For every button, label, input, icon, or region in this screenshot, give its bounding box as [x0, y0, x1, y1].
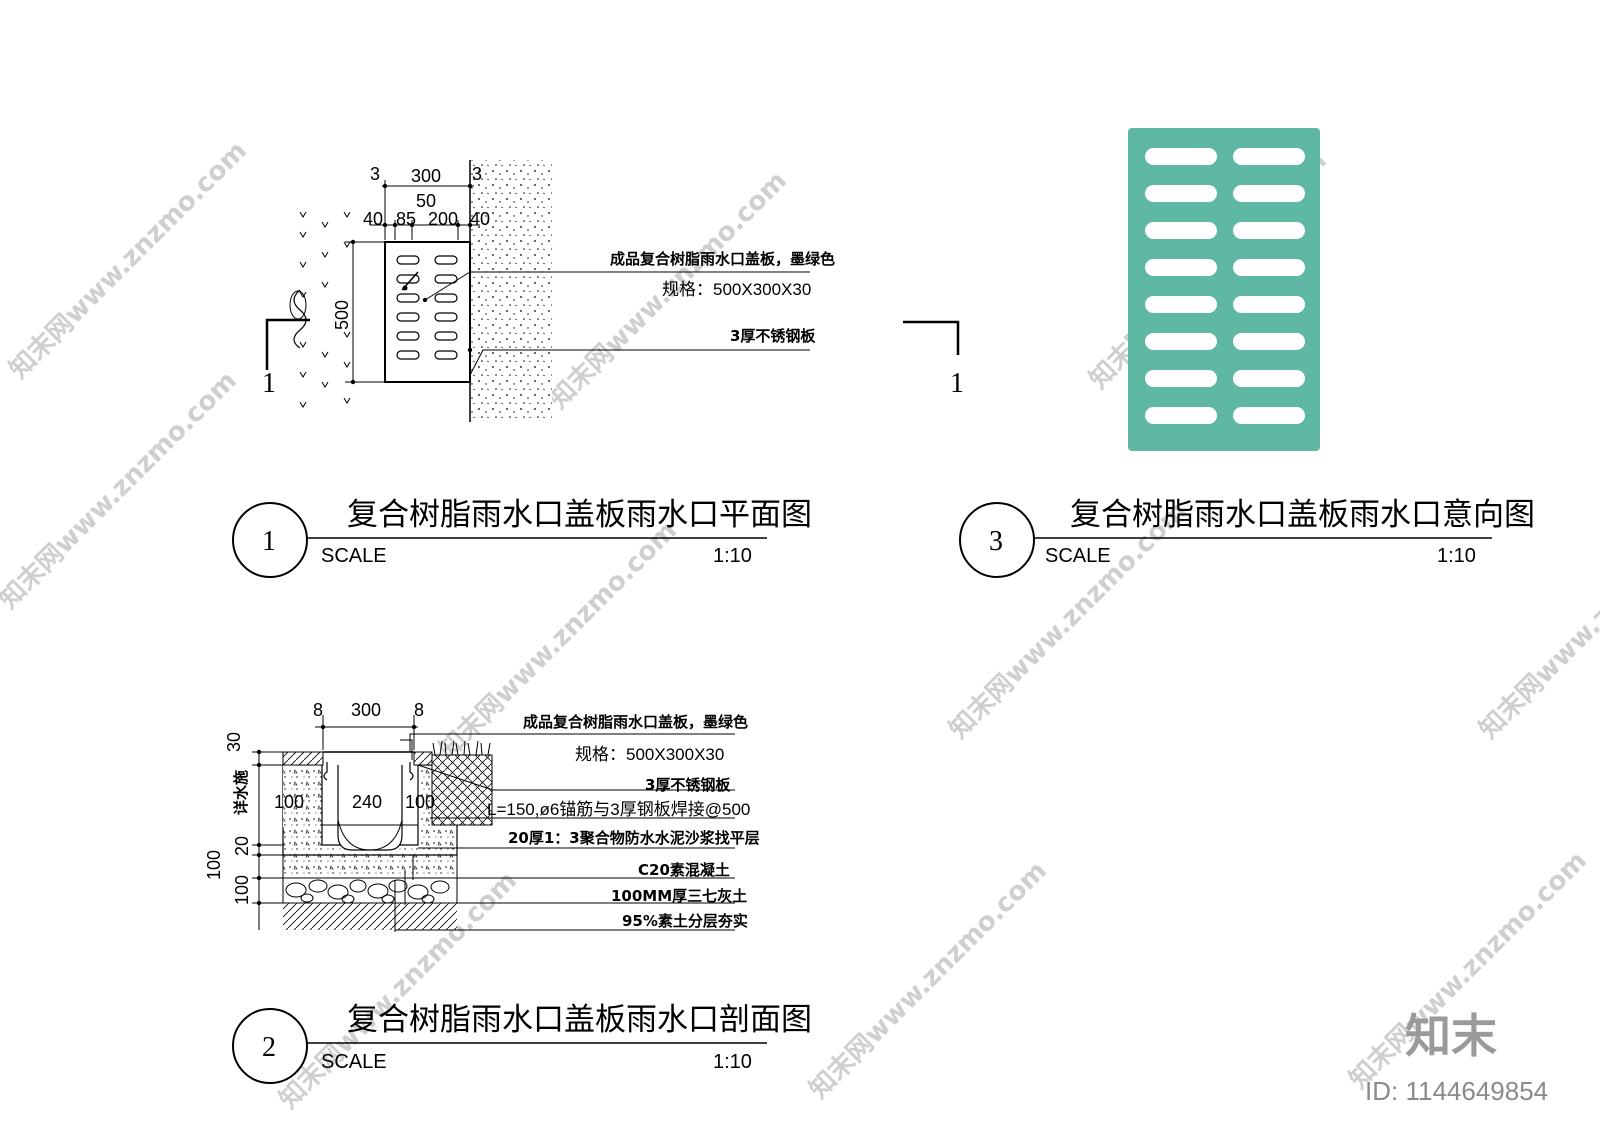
section-note-soil: 95%素土分层夯实 [622, 912, 748, 930]
section-note-steel: 3厚不锈钢板 [645, 776, 731, 794]
dim-85: 85 [396, 209, 416, 229]
grate-photo [1128, 128, 1320, 451]
note-cover: 成品复合树脂雨水口盖板，墨绿色 [610, 250, 835, 268]
detail-1-number: 1 [262, 526, 276, 557]
dim-100-right: 100 [405, 792, 435, 812]
dim-8-left: 8 [313, 700, 323, 720]
section-mark-label-3: 1 [950, 368, 964, 399]
concrete-base [282, 854, 458, 879]
section-note-cover: 成品复合树脂雨水口盖板，墨绿色 [523, 713, 748, 731]
dim-3-right: 3 [472, 164, 482, 184]
compacted-soil-layer [283, 903, 457, 930]
dim-240: 240 [352, 792, 382, 812]
detail-3-intent: 1 3 复合树脂雨水口盖板雨水口意向图 SCALE 1:10 [903, 128, 1535, 578]
note-spec: 规格：500X300X30 [662, 280, 811, 299]
detail-1-scale-label: SCALE [321, 545, 387, 567]
dim-300: 300 [411, 166, 441, 186]
section-note-spec: 规格：500X300X30 [575, 745, 724, 764]
detail-1-plan: 1 [232, 160, 835, 578]
dim-20: 20 [232, 836, 252, 856]
channel-shape [337, 819, 403, 851]
section-note-lime: 100MM厚三七灰土 [611, 887, 747, 905]
anchor-bars [323, 762, 414, 781]
detail-3-number: 3 [989, 526, 1003, 557]
watermark-text: 知末网www.znzmo.com [1474, 496, 1600, 745]
detail-3-circle [959, 502, 1035, 578]
detail-1-title: 复合树脂雨水口盖板雨水口平面图 [347, 497, 812, 533]
section-mark-label: 1 [262, 368, 276, 399]
dim-100-base: 100 [204, 850, 224, 880]
section-cut-marker [265, 318, 310, 370]
dim-200: 200 [428, 209, 458, 229]
detail-2-scale-value: 1:10 [713, 1051, 752, 1073]
section-cut-marker-3 [903, 320, 960, 355]
detail-2-section: 8 300 8 30 详水施 240 100 100 20 100 100 成品… [204, 700, 812, 1084]
plan-leaders [424, 271, 810, 376]
brand-logo: 知末 [1405, 1009, 1497, 1063]
detail-1-scale-value: 1:10 [713, 545, 752, 567]
detail-2-circle [232, 1008, 308, 1084]
detail-2-title: 复合树脂雨水口盖板雨水口剖面图 [347, 1002, 812, 1038]
section-leaders [394, 733, 735, 932]
planting-symbols [299, 211, 351, 408]
dim-3-left: 3 [370, 164, 380, 184]
detail-2-scale-label: SCALE [321, 1051, 387, 1073]
section-cover-right [413, 751, 433, 766]
note-steel: 3厚不锈钢板 [730, 327, 816, 345]
break-ellipse [289, 290, 307, 320]
detail-1-circle [232, 502, 308, 578]
detail-3-scale-value: 1:10 [1437, 545, 1476, 567]
watermark-text: 知末网www.znzmo.com [0, 366, 243, 615]
plan-grate-slots [396, 255, 458, 360]
grass [432, 740, 491, 756]
note-see-drainage: 详水施 [232, 770, 250, 815]
soil-area [470, 160, 552, 422]
detail-2-number: 2 [262, 1032, 276, 1063]
dim-30: 30 [224, 732, 244, 752]
drain-point [402, 285, 408, 291]
dim-100-left: 100 [274, 792, 304, 812]
detail-3-title: 复合树脂雨水口盖板雨水口意向图 [1070, 497, 1535, 533]
dim-40-right: 40 [470, 209, 490, 229]
watermark-text: 知末网www.znzmo.com [4, 136, 253, 385]
section-note-anchor: L=150,ø6锚筋与3厚钢板焊接@500 [487, 800, 750, 819]
section-note-concrete: C20素混凝土 [638, 861, 730, 879]
section-cover [282, 751, 324, 766]
pavement-block [431, 754, 493, 826]
watermark-text: 知末网www.znzmo.com [804, 856, 1053, 1105]
dim-50: 50 [416, 191, 436, 211]
dim-300-section: 300 [351, 700, 381, 720]
dim-40-left: 40 [363, 209, 383, 229]
dim-8-right: 8 [414, 700, 424, 720]
dim-100-lime: 100 [232, 875, 252, 905]
side-stone [283, 765, 321, 827]
grate-slots [1145, 148, 1305, 424]
section-dimension-ticks [256, 724, 417, 906]
section-note-mortar: 20厚1：3聚合物防水水泥沙浆找平层 [508, 829, 760, 847]
detail-3-scale-label: SCALE [1045, 545, 1111, 567]
brand-id: ID: 1144649854 [1365, 1076, 1548, 1106]
dim-500: 500 [332, 300, 352, 330]
lime-soil-layer [282, 877, 458, 904]
